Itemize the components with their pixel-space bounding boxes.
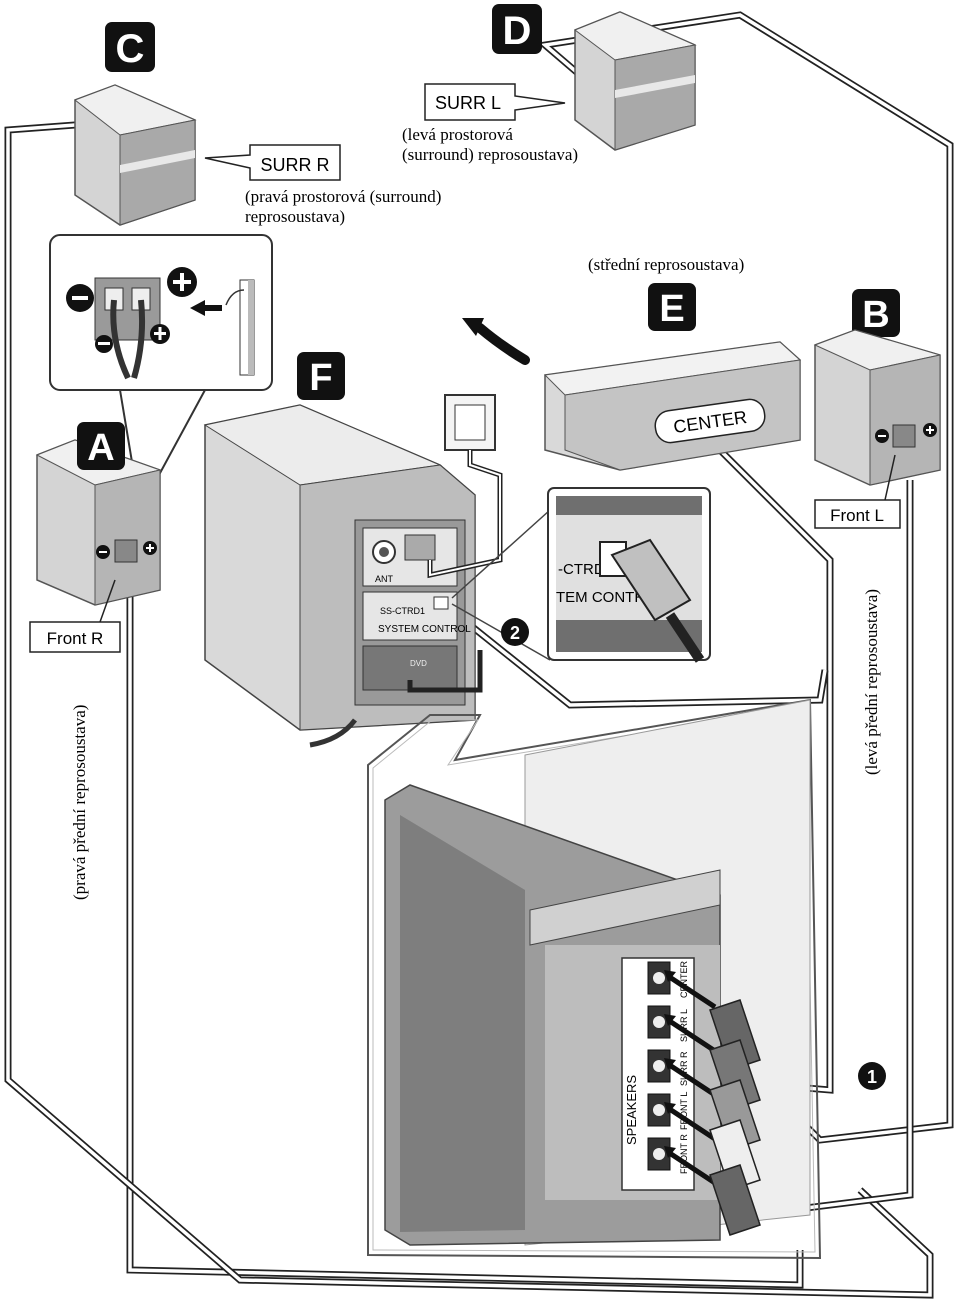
speaker-b [813,329,941,486]
letter-e: E [659,288,684,330]
speaker-d [573,11,697,151]
system-control-zoom: -CTRD1 TEM CONTROL [451,487,711,663]
caption-c-line1: (pravá prostorová (surround) [245,187,441,206]
tag-front-l: Front L [814,454,901,529]
caption-e: (střední reprosoustava) [588,255,744,274]
terminal-label: CENTER [679,960,689,998]
tag-surr-r: SURR R [204,144,341,181]
terminal-front-l: FRONT L [647,1092,717,1142]
sub-internal-cable [407,650,483,693]
cable-surr-l [536,11,954,1144]
terminal-label: SURR L [679,1009,689,1042]
system-control-label: SYSTEM CONTROL [378,624,471,635]
letter-f: F [309,357,332,399]
step-1-number: 1 [867,1067,877,1087]
terminal-detail-inset [49,234,273,391]
terminal-label: FRONT L [679,1092,689,1130]
tag-front-r-text: Front R [47,629,104,648]
badge-f: F [297,352,345,400]
dvd-label: DVD [410,659,427,668]
step-2-number: 2 [510,623,520,643]
caption-a: (pravá přední reprosoustava) [70,705,89,900]
ss-ctrd1-label: SS-CTRD1 [380,606,425,616]
speaker-terminals: CENTER SURR L SURR R FRONT L FRONT R [647,960,717,1186]
letter-b: B [862,294,889,336]
arrow-up-left-icon [462,318,530,365]
tag-surr-l-text: SURR L [435,93,501,113]
badge-b: B [852,289,900,337]
caption-c-line2: reprosoustava) [245,207,345,226]
ant-label: ANT [375,574,394,584]
plus-icon [180,273,184,291]
badge-d: D [492,4,542,54]
minus-icon [72,296,88,300]
letter-c: C [116,27,145,71]
plug-group [709,999,761,1236]
loop-antenna [427,394,503,579]
terminal-center: CENTER [647,960,717,1010]
cable-front-l [789,480,914,1214]
terminal-label: SURR R [679,1051,689,1086]
subwoofer-f: ANT SS-CTRD1 SYSTEM CONTROL DVD [203,404,476,748]
terminal-label: FRONT R [679,1134,689,1174]
tag-center: CENTER [654,398,766,444]
caption-b: (levá přední reprosoustava) [862,589,881,775]
tag-front-l-text: Front L [830,506,884,525]
terminal-surr-l: SURR L [647,1005,717,1054]
terminal-surr-r: SURR R [647,1049,717,1098]
badge-e: E [648,283,696,331]
tag-surr-r-text: SURR R [260,155,329,175]
cable-front-r [126,590,804,1289]
arrow-left-icon [190,300,222,316]
caption-d-line2: (surround) reprosoustava) [402,145,578,164]
cable-surr-r [4,121,934,1299]
speaker-c [73,84,197,226]
step-2-marker: 2 [501,618,529,646]
badge-c: C [105,22,155,72]
caption-d-line1: (levá prostorová [402,125,513,144]
cable-system-control [467,622,829,709]
letter-d: D [503,9,532,53]
badge-a: A [77,422,125,470]
tag-front-r: Front R [29,579,121,653]
step-1-marker: 1 [858,1062,886,1090]
letter-a: A [87,427,114,469]
terminal-front-r: FRONT R [647,1134,717,1186]
tag-surr-l: SURR L [424,83,566,121]
speakers-title: SPEAKERS [624,1075,639,1145]
